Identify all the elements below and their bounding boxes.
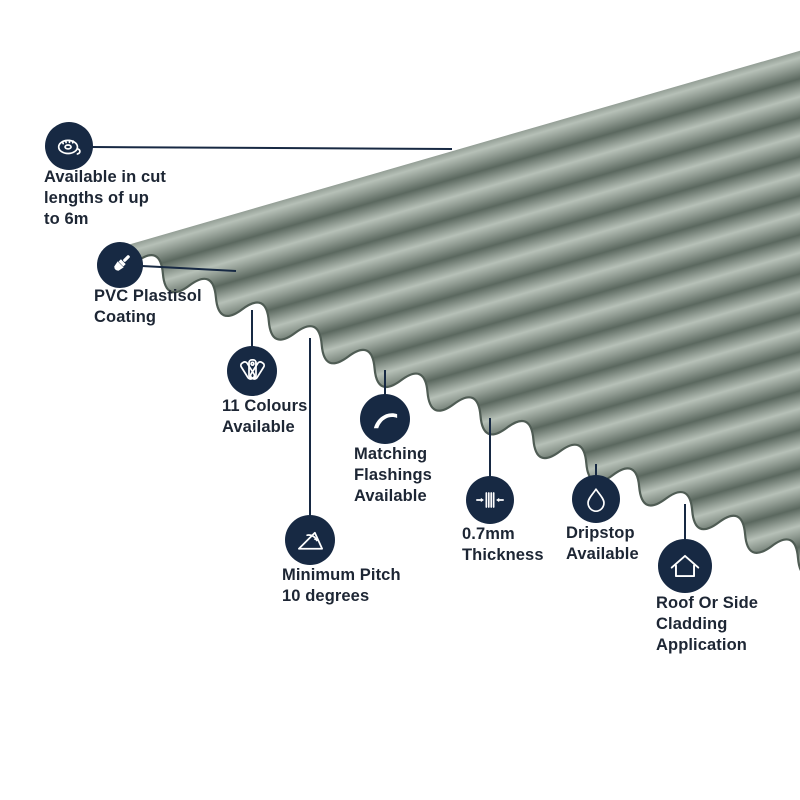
label-line: Roof Or Side [656, 594, 759, 612]
feature-coating-label: PVC Plastisol Coating [94, 286, 202, 328]
feature-thickness-label: 0.7mm Thickness [462, 524, 544, 566]
feature-flashings [360, 394, 410, 444]
feature-dripstop-label: Dripstop Available [566, 523, 639, 565]
callout-line-coating [141, 265, 237, 272]
dripstop-icon [587, 488, 605, 512]
feature-pitch [285, 515, 335, 565]
label-line: 0.7mm [462, 525, 515, 543]
pitch-angle-icon [297, 531, 323, 550]
feature-cut-lengths [45, 122, 93, 170]
feature-colours-label: 11 Colours Available [222, 396, 307, 438]
feature-dripstop [572, 475, 620, 523]
label-line: 11 Colours [222, 397, 308, 415]
thickness-icon [476, 492, 504, 508]
feature-cladding-label: Roof Or Side Cladding Application [656, 593, 758, 656]
colour-swatch-icon [239, 358, 265, 380]
paintbrush-icon [114, 255, 130, 271]
feature-pitch-label: Minimum Pitch 10 degrees [282, 565, 401, 607]
label-line: Cladding [656, 615, 728, 633]
label-line: Coating [94, 308, 157, 326]
feature-cut-lengths-label: Available in cut lengths of up to 6m [44, 167, 166, 230]
label-line: to 6m [44, 210, 89, 228]
label-line: Dripstop [566, 524, 635, 542]
label-line: Application [656, 636, 747, 654]
label-line: Minimum Pitch [282, 566, 401, 584]
feature-thickness [466, 476, 514, 524]
label-line: Available [566, 545, 639, 563]
flashing-icon [373, 412, 397, 428]
callout-lines [90, 146, 686, 540]
label-line: PVC Plastisol [94, 287, 202, 305]
sheet-wavy-edge [108, 249, 800, 571]
house-icon [670, 554, 700, 578]
tape-measure-icon [57, 139, 81, 155]
label-line: Available in cut [44, 168, 167, 186]
label-line: Available [354, 487, 427, 505]
label-line: Matching [354, 445, 428, 463]
corrugated-sheet [110, 50, 800, 568]
label-line: Flashings [354, 466, 432, 484]
label-line: Available [222, 418, 295, 436]
feature-cladding [658, 539, 712, 593]
label-line: Thickness [462, 546, 544, 564]
feature-flashings-label: Matching Flashings Available [354, 444, 432, 507]
feature-coating [97, 242, 143, 288]
callout-line-cut-lengths [90, 146, 453, 150]
feature-colours [227, 346, 277, 396]
label-line: lengths of up [44, 189, 149, 207]
label-line: 10 degrees [282, 587, 370, 605]
